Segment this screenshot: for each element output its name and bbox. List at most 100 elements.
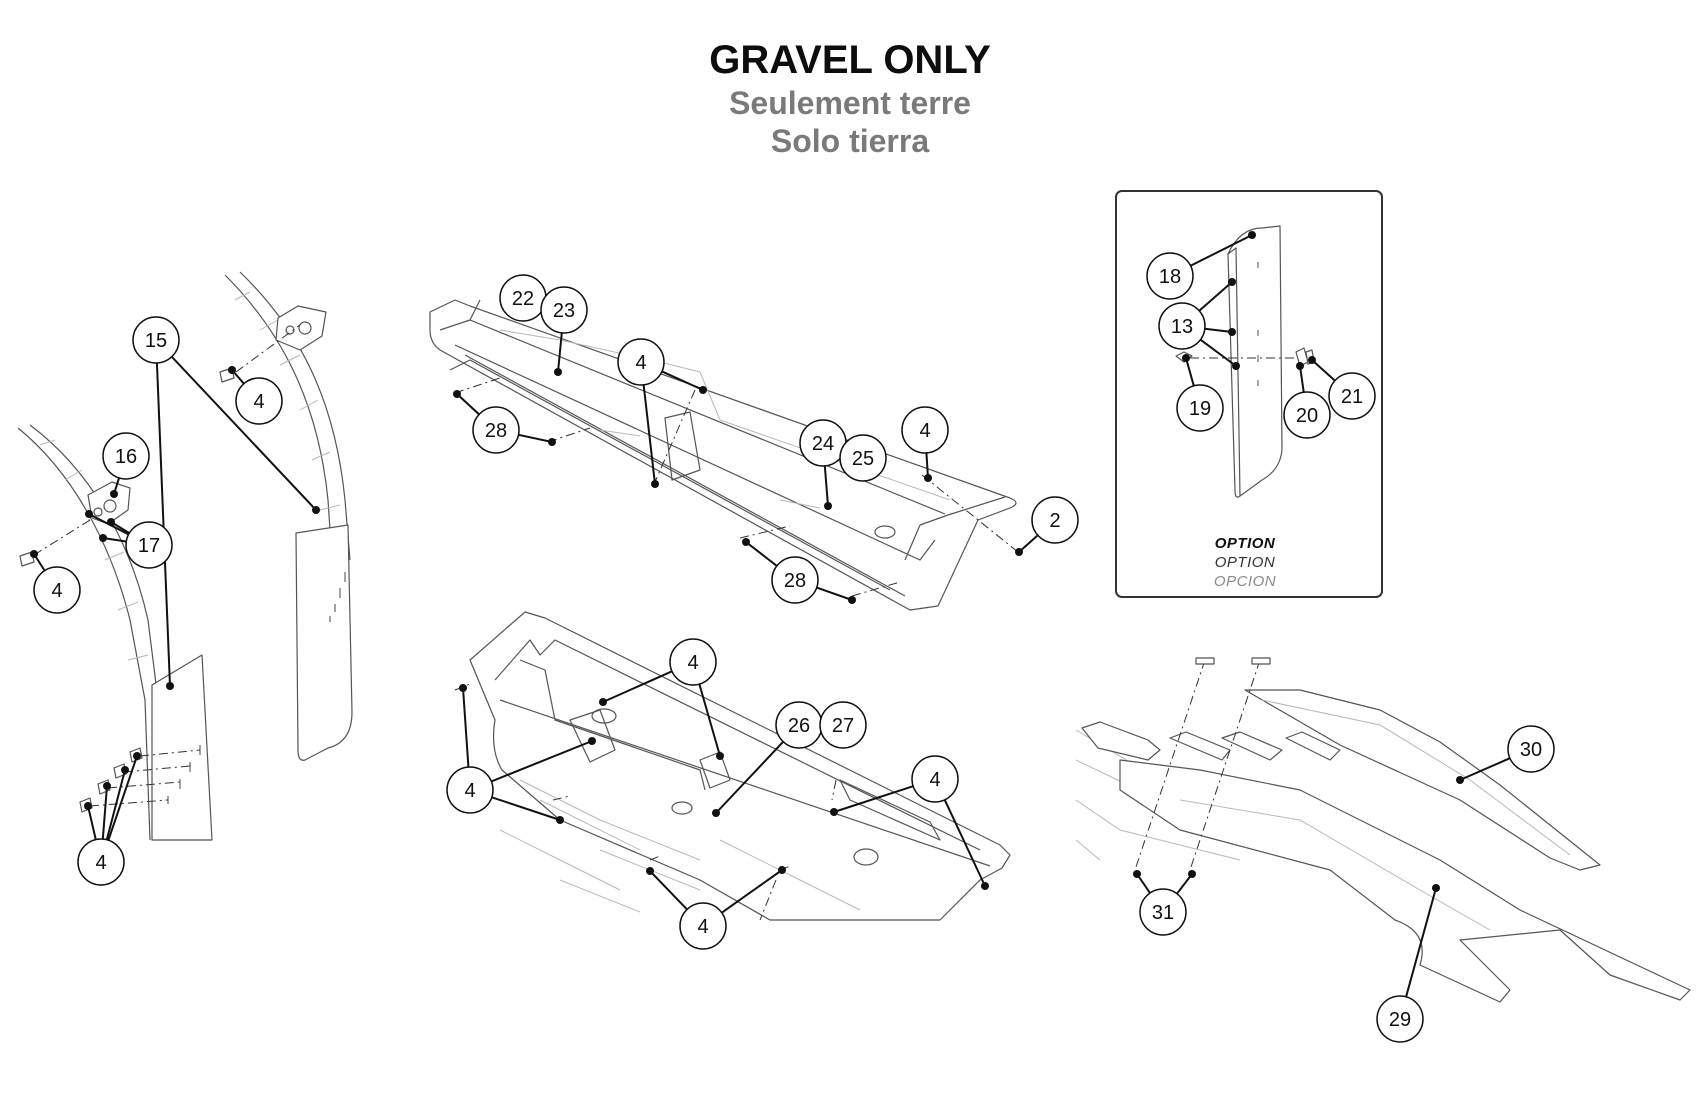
leader-line: [642, 384, 656, 485]
callout-20: 20: [1283, 391, 1331, 439]
leader-line: [462, 687, 470, 768]
callout-19: 19: [1176, 384, 1224, 432]
option-label-en: OPTION: [1215, 535, 1276, 552]
leader-line: [155, 362, 171, 687]
leader-dot: [1456, 776, 1464, 784]
callout-circle: [839, 434, 887, 482]
leader-line: [823, 465, 829, 507]
leader-dot: [133, 752, 141, 760]
callout-number: 4: [95, 852, 106, 874]
front-arch-outer: [17, 427, 151, 841]
leader-line: [698, 683, 721, 757]
option-label-fr: OPTION: [1215, 554, 1276, 571]
callout-circle: [33, 566, 81, 614]
callout-circle: [819, 701, 867, 749]
leader-dot: [1133, 870, 1141, 878]
callout-31: 31: [1139, 888, 1187, 936]
callout-number: 4: [51, 580, 62, 602]
callout-number: 4: [687, 652, 698, 674]
leader-line: [1405, 887, 1437, 998]
callout-number: 24: [812, 433, 834, 455]
leader-dot: [556, 816, 564, 824]
callout-circle: [102, 432, 150, 480]
leader-line: [1459, 757, 1511, 781]
leader-dot: [848, 596, 856, 604]
callout-29: 29: [1376, 995, 1424, 1043]
callout-13: 13: [1158, 302, 1206, 350]
callout-number: 21: [1341, 386, 1363, 408]
callout-circle: [1146, 252, 1194, 300]
callout-number: 20: [1296, 405, 1318, 427]
callout-circle: [679, 902, 727, 950]
callout-number: 26: [788, 715, 810, 737]
leader-line: [816, 586, 853, 601]
leader-dot: [554, 368, 562, 376]
title-spanish: Solo tierra: [770, 123, 930, 160]
leader-endpoints: [30, 231, 1464, 892]
callout-number: 17: [138, 535, 160, 557]
leader-dot: [599, 698, 607, 706]
leader-dot: [1015, 548, 1023, 556]
callout-number: 4: [929, 769, 940, 791]
callout-circle: [77, 838, 125, 886]
callout-circle: [235, 377, 283, 425]
leader-line: [518, 433, 553, 443]
leader-dot: [107, 518, 115, 526]
leader-dot: [1296, 362, 1304, 370]
leader-line: [943, 799, 986, 887]
leader-dot: [30, 550, 38, 558]
leader-line: [1198, 281, 1233, 312]
callout-number: 15: [145, 330, 167, 352]
leader-dot: [1228, 278, 1236, 286]
callout-circle: [132, 316, 180, 364]
left-fender-assembly: [17, 271, 353, 841]
callout-17: 17: [125, 521, 173, 569]
leader-dot: [548, 438, 556, 446]
leader-dot: [84, 802, 92, 810]
leader-dot: [85, 510, 93, 518]
leader-dot: [1308, 356, 1316, 364]
leader-dot: [1228, 328, 1236, 336]
leader-dot: [1232, 362, 1240, 370]
callout-number: 13: [1171, 316, 1193, 338]
skid-plate-upper: [1244, 689, 1601, 871]
option-label-es: OPCION: [1214, 573, 1276, 590]
rear-mud-flap: [295, 524, 353, 761]
leader-dot: [716, 752, 724, 760]
callout-number: 4: [253, 391, 264, 413]
leader-dot: [778, 866, 786, 874]
leader-dot: [981, 882, 989, 890]
leader-dot: [742, 538, 750, 546]
rear-bracket: [275, 305, 327, 351]
skid-plate-assembly: [1075, 657, 1691, 1003]
callout-circle: [1031, 496, 1079, 544]
leader-dot: [699, 386, 707, 394]
callout-circle: [1376, 995, 1424, 1043]
running-board-assembly: [429, 299, 1019, 611]
callout-4: 4: [901, 406, 949, 454]
leader-dot: [103, 782, 111, 790]
leader-dot: [453, 390, 461, 398]
callout-circle: [669, 638, 717, 686]
leader-dot: [110, 490, 118, 498]
leader-line: [456, 393, 480, 416]
leader-line: [1176, 873, 1193, 895]
callout-number: 19: [1189, 398, 1211, 420]
callout-18: 18: [1146, 252, 1194, 300]
underbody-panel: [469, 611, 1011, 921]
callout-4: 4: [617, 338, 665, 386]
leader-line: [87, 805, 97, 840]
leader-dot: [651, 480, 659, 488]
callout-circle: [1176, 384, 1224, 432]
callout-circle: [1139, 888, 1187, 936]
rear-arch-outer: [224, 274, 333, 740]
title-french: Seulement terre: [729, 85, 971, 121]
callout-25: 25: [839, 434, 887, 482]
callout-4: 4: [235, 377, 283, 425]
leader-line: [490, 740, 593, 783]
callout-number: 27: [832, 715, 854, 737]
callout-26: 26: [775, 701, 823, 749]
callout-15: 15: [132, 316, 180, 364]
leader-dot: [312, 506, 320, 514]
leader-line: [101, 785, 108, 840]
